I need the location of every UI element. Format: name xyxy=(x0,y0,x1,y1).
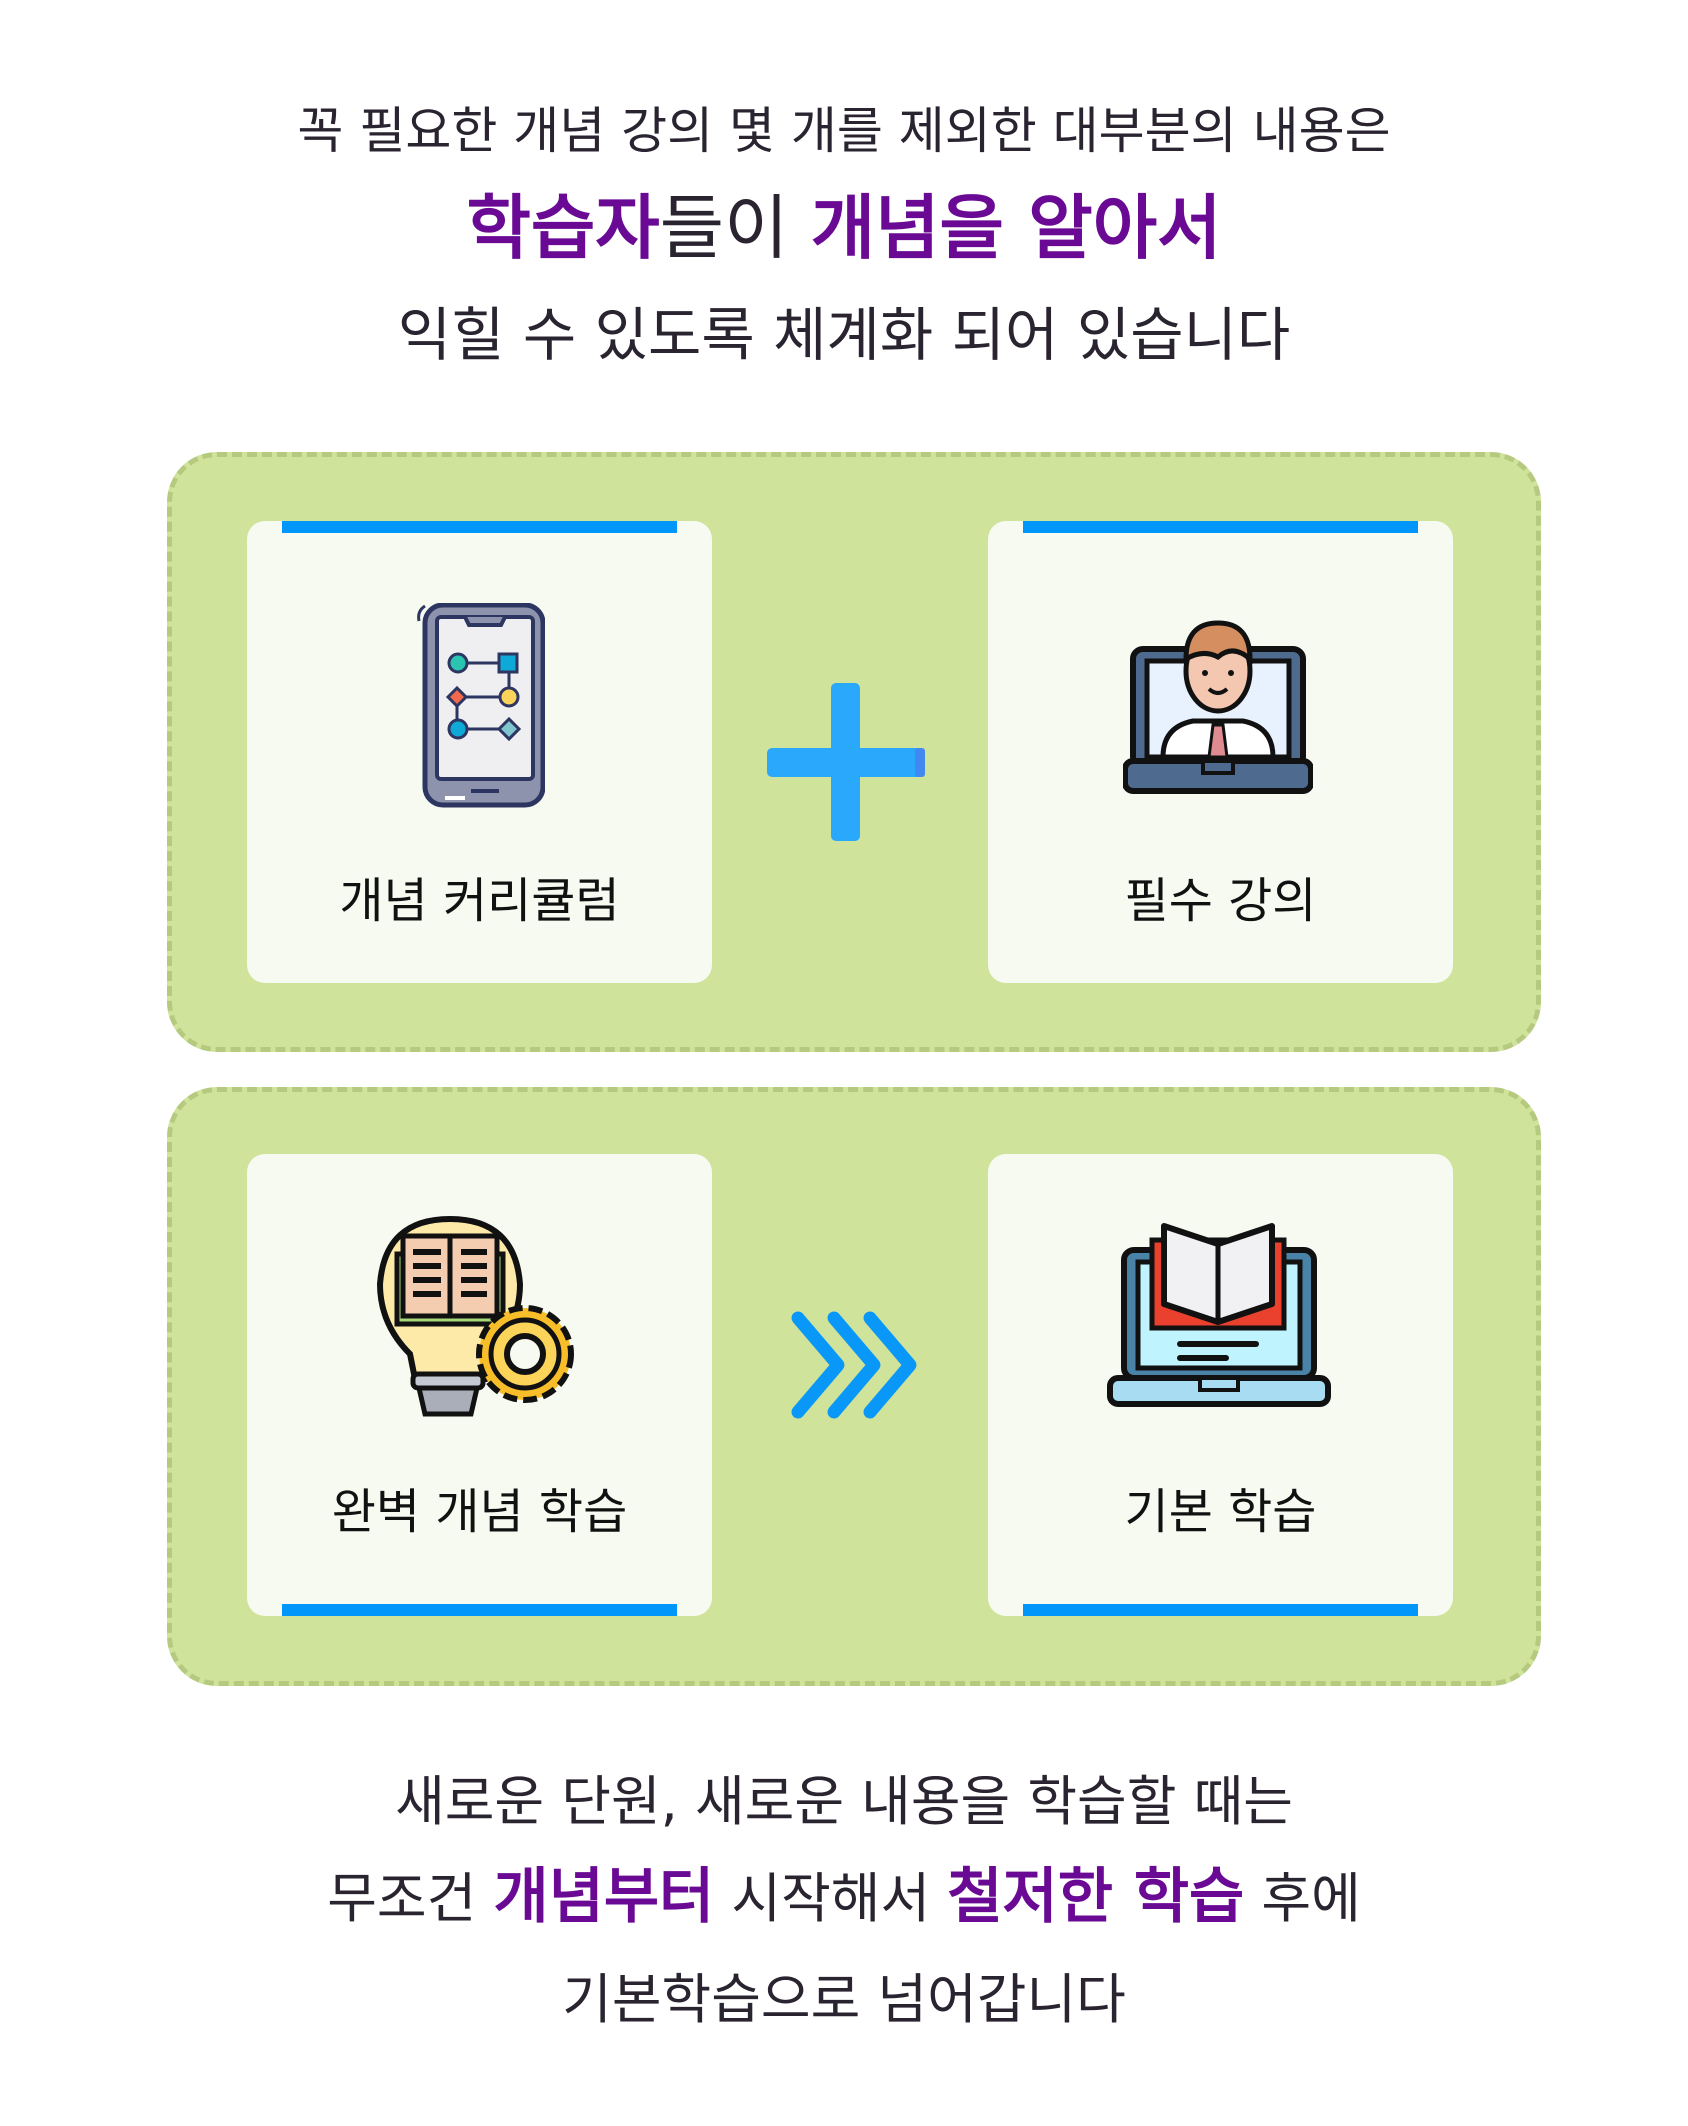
outro-line-3: 기본학습으로 넘어갑니다 xyxy=(562,1968,1126,2031)
laptop-lecturer-icon xyxy=(1123,620,1313,794)
card-label: 기본 학습 xyxy=(1124,1484,1317,1540)
intro-line-1: 꼭 필요한 개념 강의 몇 개를 제외한 대부분의 내용은 xyxy=(297,102,1391,160)
bulb-book-gear-icon xyxy=(376,1215,574,1417)
outro-line-2: 무조건 개념부터 시작해서 철저한 학습 후에 xyxy=(0,1856,1688,1940)
intro-line-2-text: 들이 xyxy=(659,187,811,269)
outro-line-1: 새로운 단원, 새로운 내용을 학습할 때는 xyxy=(395,1770,1293,1833)
card-accent-bar xyxy=(282,1604,677,1616)
intro-line-2: 학습자들이 개념을 알아서 xyxy=(0,178,1688,278)
plus-icon xyxy=(767,683,925,841)
card-perfect-concept-learning: 완벽 개념 학습 xyxy=(247,1154,712,1616)
outro-line-2-text: 무조건 xyxy=(327,1867,494,1930)
card-basic-learning: 기본 학습 xyxy=(988,1154,1453,1616)
outro-line-2-text: 후에 xyxy=(1244,1867,1361,1930)
card-accent-bar xyxy=(1023,1604,1418,1616)
card-label: 필수 강의 xyxy=(1124,873,1317,929)
card-required-lecture: 필수 강의 xyxy=(988,521,1453,983)
card-concept-curriculum: 개념 커리큘럼 xyxy=(247,521,712,983)
triple-chevron-right-icon xyxy=(791,1311,917,1419)
highlight-learners: 학습자 xyxy=(466,187,660,269)
laptop-book-icon xyxy=(1107,1223,1331,1407)
intro-line-3: 익힐 수 있도록 체계화 되어 있습니다 xyxy=(397,301,1291,369)
phone-flowchart-icon xyxy=(417,603,545,808)
card-label: 개념 커리큘럼 xyxy=(339,873,620,929)
card-label: 완벽 개념 학습 xyxy=(331,1484,628,1540)
card-accent-bar xyxy=(282,521,677,533)
card-accent-bar xyxy=(1023,521,1418,533)
outro-line-2-text: 시작해서 xyxy=(714,1867,948,1930)
highlight-concept-first: 개념부터 xyxy=(493,1862,715,1932)
highlight-learn-concepts: 개념을 알아서 xyxy=(810,187,1222,269)
highlight-thorough-learning: 철저한 학습 xyxy=(947,1862,1245,1932)
